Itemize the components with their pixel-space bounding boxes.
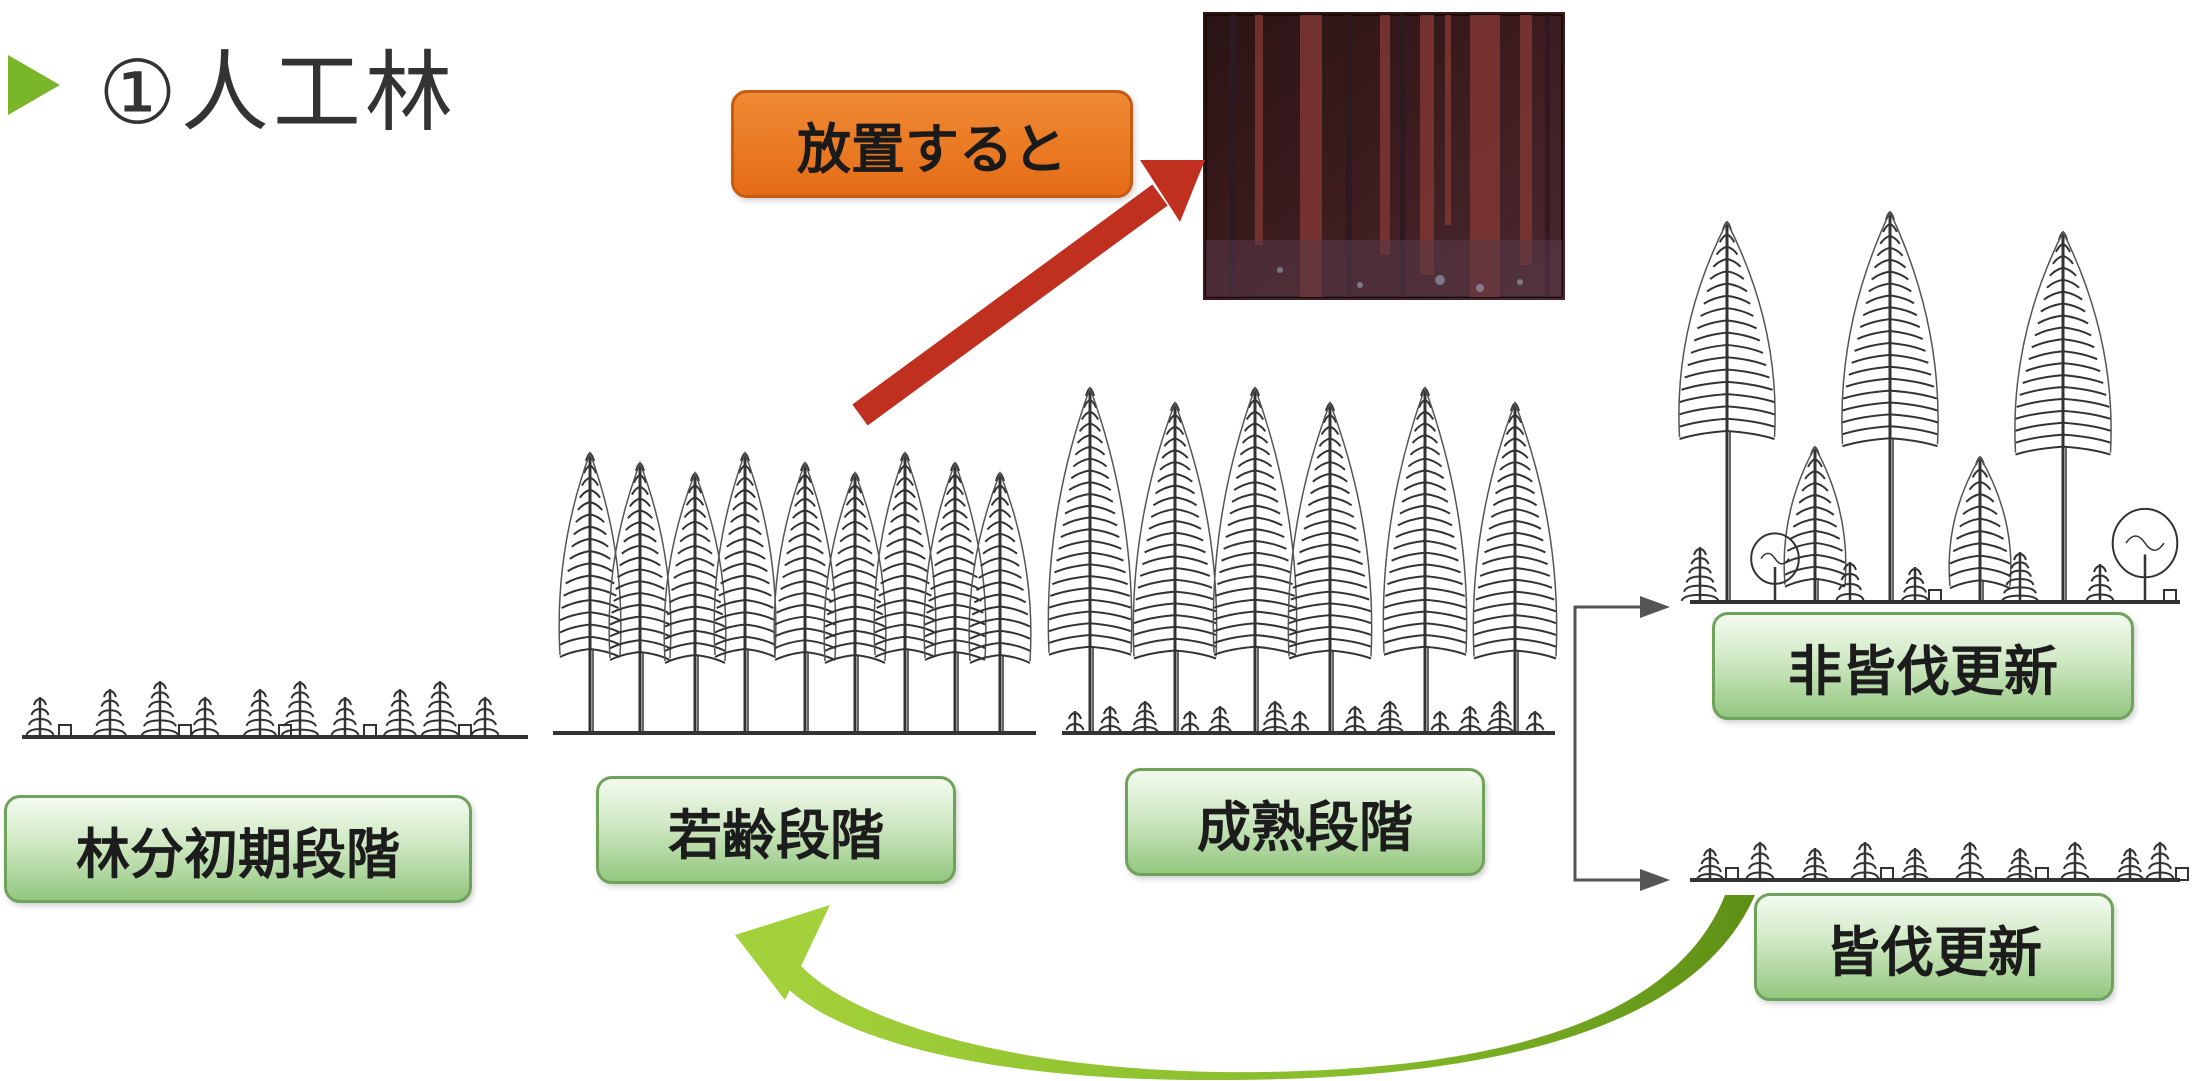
- conifer-tree: [1783, 445, 1847, 602]
- seedling: [1065, 711, 1085, 733]
- seedling: [1208, 706, 1232, 733]
- seedling: [2000, 552, 2040, 603]
- non-clearcut-regeneration-trees: [1678, 210, 2179, 603]
- stage-label-initial: 林分初期段階: [4, 795, 472, 903]
- conifer-tree: [1948, 455, 2012, 602]
- stump: [2175, 867, 2189, 881]
- seedling: [1525, 711, 1545, 733]
- broadleaf-shrub: [1750, 532, 1800, 602]
- clearcut-regeneration-seedlings: [1695, 842, 2189, 881]
- page-title: ①人工林: [8, 30, 457, 144]
- seedling: [1955, 842, 1985, 880]
- conifer-tree: [773, 460, 837, 733]
- seedling: [1900, 848, 1930, 881]
- conifer-tree: [1287, 400, 1373, 733]
- stump: [1928, 589, 1942, 603]
- mature-stage-trees: [1047, 385, 1558, 734]
- seedling: [1130, 701, 1160, 734]
- dark-forest-photo: [1203, 12, 1565, 300]
- conifer-tree: [713, 450, 777, 733]
- green-curved-arrow-icon: [735, 895, 1755, 1081]
- seedling: [25, 697, 55, 737]
- seedling: [1098, 706, 1122, 733]
- conifer-tree: [1678, 220, 1776, 602]
- seedling: [2115, 848, 2145, 881]
- seedling: [1745, 842, 1775, 880]
- stump: [458, 724, 472, 738]
- seedling: [1343, 706, 1367, 733]
- seedling: [1900, 567, 1930, 602]
- seedling: [2060, 842, 2090, 880]
- initial-stage-seedlings: [25, 681, 500, 738]
- broadleaf-shrub: [2111, 507, 2179, 602]
- seedling: [1458, 706, 1482, 733]
- seedling: [1680, 547, 1720, 602]
- seedling: [1180, 711, 1200, 733]
- seedling: [2005, 848, 2035, 881]
- stage-label-mature: 成熟段階: [1125, 768, 1485, 876]
- conifer-tree: [1212, 385, 1298, 733]
- conifer-tree: [968, 470, 1032, 733]
- seedling: [93, 689, 127, 737]
- seedling: [420, 681, 460, 737]
- seedling: [1290, 711, 1310, 733]
- conifer-tree: [608, 460, 672, 733]
- stump: [178, 724, 192, 738]
- conifer-tree: [923, 460, 987, 733]
- neglect-callout-label: 放置すると: [731, 90, 1133, 198]
- young-stage-trees: [558, 450, 1032, 733]
- page-title-text: ①人工林: [98, 40, 457, 144]
- conifer-tree: [873, 450, 937, 733]
- conifer-tree: [1382, 385, 1468, 733]
- red-arrow-icon: [852, 160, 1205, 426]
- conifer-tree: [1472, 400, 1558, 733]
- seedling: [1850, 842, 1880, 880]
- stump: [1880, 867, 1894, 881]
- seedling: [383, 689, 417, 737]
- conifer-tree: [1132, 400, 1218, 733]
- seedling: [1430, 711, 1450, 733]
- seedling: [470, 697, 500, 737]
- seedling: [280, 681, 320, 737]
- conifer-tree: [1841, 210, 1939, 602]
- conifer-tree: [663, 470, 727, 733]
- stump: [363, 724, 377, 738]
- seedling: [330, 697, 360, 737]
- seedling: [1260, 701, 1290, 734]
- stage-label-young: 若齢段階: [596, 776, 956, 884]
- conifer-tree: [2014, 230, 2112, 602]
- conifer-tree: [823, 470, 887, 733]
- seedling: [1485, 701, 1515, 734]
- conifer-tree: [558, 450, 622, 733]
- triangle-icon: [8, 55, 60, 115]
- stump: [58, 724, 72, 738]
- stage-label-non-clearcut: 非皆伐更新: [1712, 612, 2134, 720]
- stump: [1725, 867, 1739, 881]
- stump: [2035, 867, 2049, 881]
- seedling: [2145, 842, 2175, 880]
- stage-label-clearcut: 皆伐更新: [1754, 893, 2114, 1001]
- seedling: [1375, 701, 1405, 734]
- seedling: [1800, 848, 1830, 881]
- seedling: [2085, 564, 2115, 602]
- branch-arrows-icon: [1573, 596, 1670, 891]
- seedling: [1695, 848, 1725, 881]
- seedling: [190, 697, 220, 737]
- stump: [2163, 589, 2177, 603]
- seedling: [1835, 562, 1865, 602]
- conifer-tree: [1047, 385, 1133, 733]
- seedling: [140, 681, 180, 737]
- seedling: [243, 689, 277, 737]
